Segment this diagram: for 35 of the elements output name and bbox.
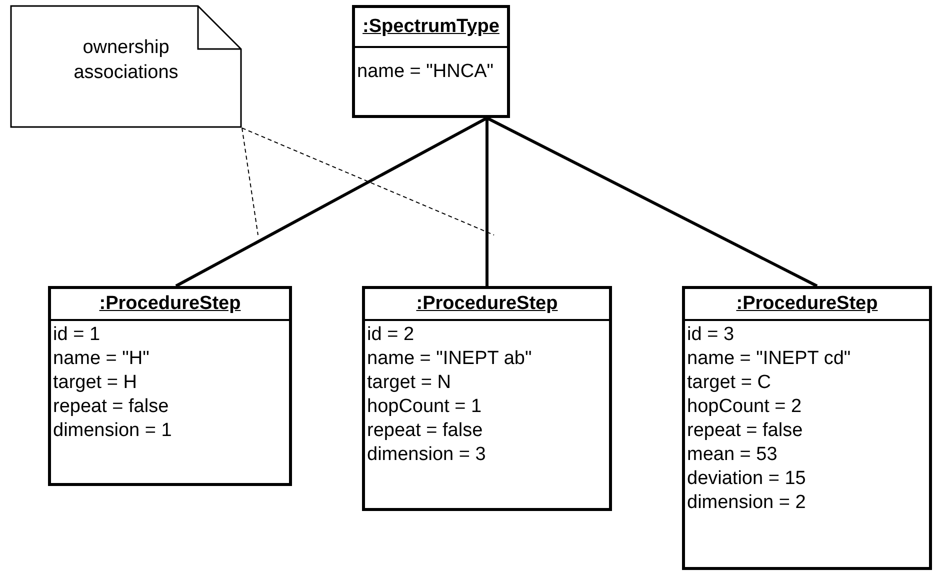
association-line — [175, 116, 488, 288]
attribute-text: repeat = false — [687, 420, 803, 441]
attribute-text: target = C — [687, 372, 771, 393]
object-name: :SpectrumType — [362, 16, 500, 37]
object-box — [362, 286, 612, 511]
attribute-text: repeat = false — [367, 420, 483, 441]
attribute-text: mean = 53 — [687, 444, 778, 465]
attribute-text: hopCount = 1 — [367, 396, 482, 417]
attribute-text: id = 1 — [53, 324, 100, 345]
attribute-text: dimension = 3 — [367, 444, 486, 465]
attribute-text: name = "H" — [53, 348, 150, 369]
attribute-text: id = 3 — [687, 324, 734, 345]
attribute-text: id = 2 — [367, 324, 414, 345]
note-box — [10, 5, 242, 128]
object-name: :ProcedureStep — [99, 293, 241, 314]
attribute-text: repeat = false — [53, 396, 169, 417]
attribute-text: deviation = 15 — [687, 468, 806, 489]
attribute-text: name = "HNCA" — [357, 61, 494, 82]
object-box — [352, 5, 510, 118]
attribute-text: hopCount = 2 — [687, 396, 802, 417]
object-name: :ProcedureStep — [736, 293, 878, 314]
object-name: :ProcedureStep — [416, 293, 558, 314]
attribute-text: name = "INEPT cd" — [687, 348, 851, 369]
association-line — [486, 118, 488, 286]
leader-line — [242, 128, 258, 236]
attribute-text: target = N — [367, 372, 451, 393]
attribute-text: target = H — [53, 372, 137, 393]
note-text: ownership associations — [72, 36, 180, 85]
object-box — [682, 286, 932, 570]
attribute-text: dimension = 2 — [687, 492, 806, 513]
attribute-text: name = "INEPT ab" — [367, 348, 532, 369]
attribute-text: dimension = 1 — [53, 420, 172, 441]
leader-line — [242, 128, 494, 236]
association-line — [486, 116, 818, 288]
object-box — [48, 286, 292, 486]
